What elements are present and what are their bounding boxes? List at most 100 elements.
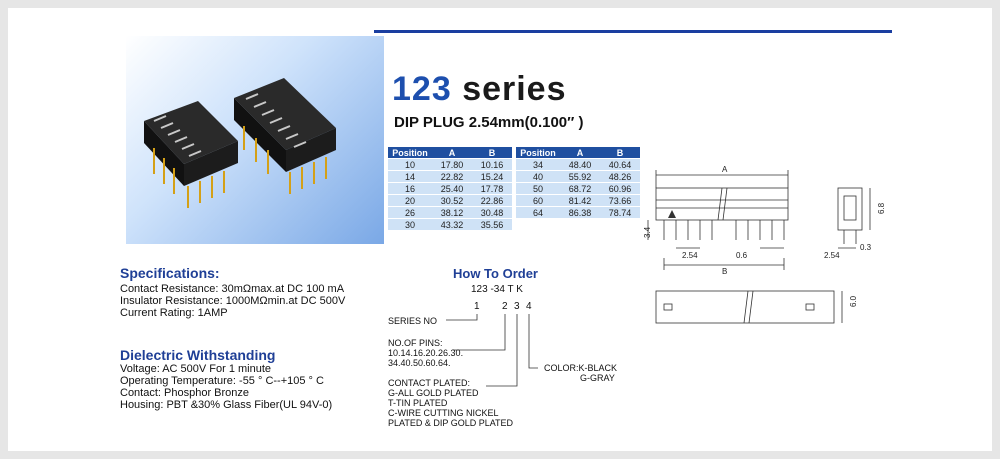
cell: 17.80 [432, 158, 472, 171]
order-plated-tin: T-TIN PLATED [388, 398, 448, 408]
dielectric-voltage: Voltage: AC 500V For 1 minute [120, 363, 272, 375]
order-digit-2: 2 [502, 301, 508, 312]
dim-side-height-label: 6.8 [877, 202, 886, 214]
dim-side-thickness-label: 0.3 [860, 243, 872, 252]
col-header-b: B [472, 147, 512, 159]
cell: 81.42 [560, 194, 600, 207]
dim-pitch-label: 2.54 [682, 251, 698, 260]
dielectric-contact: Contact: Phosphor Bronze [120, 387, 250, 399]
order-plated-gold: G-ALL GOLD PLATED [388, 388, 479, 398]
cell: 34 [516, 158, 560, 171]
dim-b-label: B [722, 267, 727, 276]
cell: 10.16 [472, 158, 512, 171]
dim-pin-width-label: 0.6 [736, 251, 748, 260]
cell: 15.24 [472, 170, 512, 183]
header-rule [374, 30, 892, 33]
cell: 40 [516, 170, 560, 183]
cell: 38.12 [432, 206, 472, 219]
pin1-marker [668, 210, 676, 218]
product-subtitle: DIP PLUG 2.54mm(0.100″ ) [394, 114, 584, 131]
cell: 14 [388, 170, 432, 183]
cell: 68.72 [560, 182, 600, 195]
cell: 60.96 [600, 182, 640, 195]
connector-left [144, 101, 238, 208]
connector-illustration [144, 78, 336, 208]
cell: 40.64 [600, 158, 640, 171]
order-plated-label: CONTACT PLATED: [388, 378, 471, 388]
col-header-position: Position [516, 147, 560, 159]
series-number: 123 [392, 70, 452, 108]
order-code: 123 -34 T K [471, 284, 523, 295]
cell: 48.40 [560, 158, 600, 171]
dielectric-heading: Dielectric Withstanding [120, 347, 276, 363]
spec-line-insulator-resistance: Insulator Resistance: 1000MΩmin.at DC 50… [120, 295, 346, 307]
col-header-a: A [432, 147, 472, 159]
cell: 20 [388, 194, 432, 207]
catalog-panel: 123 series DIP PLUG 2.54mm(0.100″ ) Posi… [8, 8, 992, 451]
cell: 48.26 [600, 170, 640, 183]
connector-right [234, 78, 336, 194]
how-to-order-heading: How To Order [453, 266, 538, 281]
order-pins-line1: 10.14.16.20.26.30. [388, 348, 464, 358]
cell: 26 [388, 206, 432, 219]
cell: 22.82 [432, 170, 472, 183]
dim-side-pitch-label: 2.54 [824, 251, 840, 260]
cell: 22.86 [472, 194, 512, 207]
technical-drawing: A B 2.54 0.6 3.4 6.8 2.54 0.3 6.0 [643, 165, 886, 324]
series-title: 123 series [392, 70, 567, 109]
cell: 50 [516, 182, 560, 195]
series-word: series [462, 70, 567, 108]
spec-line-contact-resistance: Contact Resistance: 30mΩmax.at DC 100 mA [120, 283, 345, 295]
dim-height-pin-label: 3.4 [643, 226, 652, 238]
spec-line-current-rating: Current Rating: 1AMP [120, 307, 228, 319]
col-header-position: Position [388, 147, 432, 159]
dim-a-label: A [722, 165, 728, 174]
cell: 25.40 [432, 182, 472, 195]
cell: 17.78 [472, 182, 512, 195]
order-plated-dip: PLATED & DIP GOLD PLATED [388, 418, 514, 428]
order-leader-lines [446, 314, 538, 387]
cell: 73.66 [600, 194, 640, 207]
dielectric-temperature: Operating Temperature: -55 ° C--+105 ° C [120, 375, 324, 387]
order-digit-3: 3 [514, 301, 520, 312]
dim-bottom-height-label: 6.0 [849, 295, 858, 307]
cell: 30 [388, 218, 432, 230]
cell: 30.48 [472, 206, 512, 219]
cell: 30.52 [432, 194, 472, 207]
cell: 78.74 [600, 206, 640, 218]
cell: 16 [388, 182, 432, 195]
dielectric-housing: Housing: PBT &30% Glass Fiber(UL 94V-0) [120, 399, 333, 411]
specifications-heading: Specifications: [120, 265, 220, 281]
order-pins-line2: 34.40.50.60.64. [388, 358, 451, 368]
cell: 43.32 [432, 218, 472, 230]
cell: 10 [388, 158, 432, 171]
order-digit-4: 4 [526, 301, 532, 312]
cell: 64 [516, 206, 560, 218]
order-digit-1: 1 [474, 301, 480, 312]
cell: 60 [516, 194, 560, 207]
cell: 35.56 [472, 218, 512, 230]
order-series-no: SERIES NO [388, 316, 438, 326]
cell: 86.38 [560, 206, 600, 218]
order-color-gray: G-GRAY [580, 373, 615, 383]
product-photo [126, 36, 384, 244]
order-color-label: COLOR:K-BLACK [544, 363, 618, 373]
col-header-a: A [560, 147, 600, 159]
order-plated-wire: C-WIRE CUTTING NICKEL [388, 408, 499, 418]
cell: 55.92 [560, 170, 600, 183]
order-pins-label: NO.OF PINS: [388, 338, 443, 348]
col-header-b: B [600, 147, 640, 159]
